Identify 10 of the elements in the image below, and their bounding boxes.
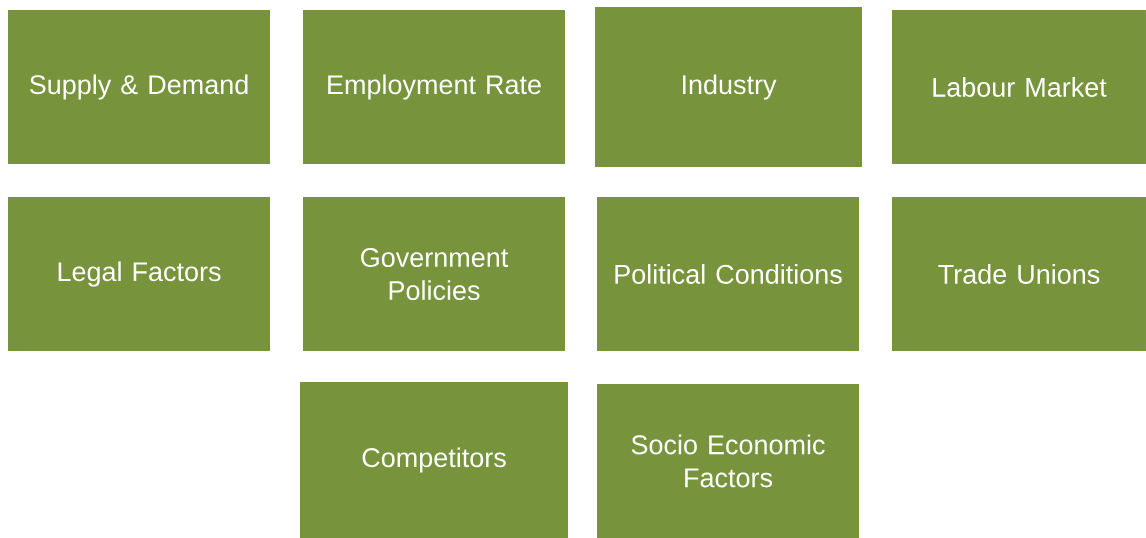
factor-box: Industry (595, 7, 862, 167)
factor-box: Legal Factors (8, 197, 270, 351)
factor-box: Supply & Demand (8, 10, 270, 164)
factor-box: Political Conditions (597, 197, 859, 351)
factor-box: Employment Rate (303, 10, 565, 164)
factor-box: Competitors (300, 382, 568, 538)
factor-box: Socio Economic Factors (597, 384, 859, 538)
factor-box: Government Policies (303, 197, 565, 351)
factor-box: Trade Unions (892, 197, 1146, 351)
factor-box: Labour Market (892, 10, 1146, 164)
